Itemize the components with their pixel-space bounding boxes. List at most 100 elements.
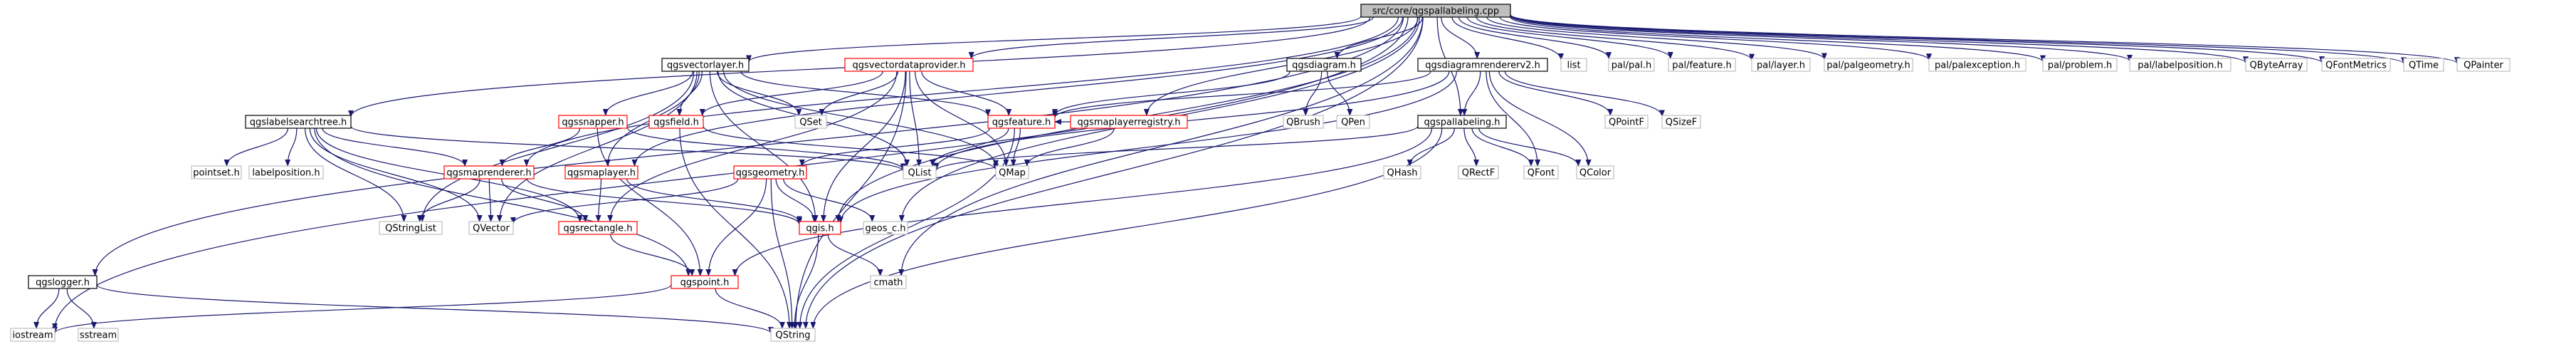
node-box-sstream (78, 328, 119, 342)
edge-root-to-iostream (52, 16, 1409, 331)
edge-root-to-problem (1510, 16, 2046, 63)
edge-pallabeling-to-qhash (1407, 128, 1455, 167)
node-qset[interactable]: QSet (794, 115, 827, 129)
node-palgeom[interactable]: pal/palgeometry.h (1824, 58, 1913, 72)
node-qhash[interactable]: QHash (1383, 165, 1421, 180)
node-maplayerreg[interactable]: qgsmaplayerregistry.h (1070, 115, 1188, 129)
node-list[interactable]: list (1560, 58, 1587, 72)
node-qcolor[interactable]: QColor (1576, 165, 1614, 180)
node-palexc[interactable]: pal/palexception.h (1928, 58, 2026, 72)
edge-vdp-to-qmap (915, 71, 1009, 167)
node-pointset[interactable]: pointset.h (191, 165, 242, 180)
edge-root-to-dr2 (1441, 16, 1481, 59)
node-box-qfontmetrics (2321, 58, 2391, 72)
edge-vdp-to-qlist (909, 71, 922, 167)
edge-root-to-palexc (1499, 16, 1932, 61)
node-feature[interactable]: qgsfeature.h (987, 115, 1056, 129)
node-box-root (1360, 4, 1511, 18)
node-palh[interactable]: pal/pal.h (1608, 58, 1655, 72)
node-layerh[interactable]: pal/layer.h (1751, 58, 1811, 72)
node-box-qgis (799, 221, 841, 235)
edge-root-to-palh (1458, 16, 1612, 60)
edge-dr2-to-qlist (933, 71, 1450, 170)
node-qlist[interactable]: QList (903, 165, 937, 180)
edge-vectorlayer-to-qvector (496, 71, 698, 222)
node-label-labelposition: labelposition.h (252, 168, 320, 179)
node-qbrush[interactable]: QBrush (1283, 115, 1324, 129)
node-qfontmetrics[interactable]: QFontMetrics (2321, 58, 2391, 72)
node-qpainter[interactable]: QPainter (2456, 58, 2511, 72)
node-label-sstream: sstream (80, 331, 117, 341)
edge-rectangle-to-point (610, 234, 695, 276)
node-label-qhash: QHash (1387, 168, 1418, 179)
edge-root-to-vdp (968, 16, 1374, 59)
node-box-pointset (191, 165, 242, 180)
node-field[interactable]: qgsfield.h (648, 115, 704, 129)
node-labelpos[interactable]: pal/labelposition.h (2129, 58, 2231, 72)
node-label-qsizef: QSizeF (1666, 118, 1697, 128)
edge-root-to-layerh (1476, 16, 1755, 61)
node-dr2[interactable]: qgsdiagramrendererv2.h (1417, 58, 1548, 72)
node-sstream[interactable]: sstream (78, 328, 119, 342)
node-box-list (1560, 58, 1587, 72)
edge-diagram-to-qpen (1327, 71, 1353, 116)
node-snapper[interactable]: qgssnapper.h (558, 115, 628, 129)
node-label-qlist: QList (908, 168, 932, 179)
node-geos[interactable]: geos_c.h (863, 221, 908, 235)
node-label-iostream: iostream (12, 331, 53, 341)
node-label-palexc: pal/palexception.h (1935, 61, 2020, 71)
node-maplayer[interactable]: qgsmaplayer.h (564, 165, 638, 180)
edge-labeltree-to-qvector (309, 128, 483, 222)
edges-layer (33, 14, 2460, 334)
node-geometry[interactable]: qgsgeometry.h (733, 165, 807, 180)
node-diagram[interactable]: qgsdiagram.h (1286, 58, 1362, 72)
edge-vectorlayer-to-snapper (602, 71, 693, 116)
edge-root-to-list (1451, 16, 1564, 61)
node-box-snapper (558, 115, 628, 129)
node-qvector[interactable]: QVector (468, 221, 514, 235)
node-labeltree[interactable]: qgslabelsearchtree.h (245, 115, 352, 129)
edge-snapper-to-point (596, 128, 703, 276)
node-label-qfont: QFont (1528, 168, 1555, 179)
node-point[interactable]: qgspoint.h (671, 275, 739, 289)
node-label-list: list (1567, 61, 1580, 71)
node-qtime[interactable]: QTime (2403, 58, 2444, 72)
edge-root-to-qtime (1510, 14, 2407, 65)
edge-diagram-to-qbrush (1303, 71, 1323, 116)
node-logger[interactable]: qgslogger.h (28, 275, 98, 289)
node-qpen[interactable]: QPen (1336, 115, 1370, 129)
edge-qgis-to-cmath (827, 234, 883, 276)
node-qstringlist[interactable]: QStringList (379, 221, 443, 235)
edge-dr2-to-qgis (838, 71, 1458, 224)
node-cmath[interactable]: cmath (870, 275, 907, 289)
node-qsizef[interactable]: QSizeF (1661, 115, 1701, 129)
edge-maprenderer-to-qstringlist (416, 178, 480, 222)
node-problem[interactable]: pal/problem.h (2042, 58, 2118, 72)
node-qbytearray[interactable]: QByteArray (2245, 58, 2308, 72)
node-box-qstringlist (379, 221, 443, 235)
node-qfont[interactable]: QFont (1523, 165, 1559, 180)
edge-geometry-to-geos (783, 178, 876, 222)
node-iostream[interactable]: iostream (10, 328, 56, 342)
node-qrectf[interactable]: QRectF (1458, 165, 1499, 180)
node-vdp[interactable]: qgsvectordataprovider.h (844, 58, 974, 72)
edge-root-to-vectorlayer (746, 16, 1362, 63)
node-labelposition[interactable]: labelposition.h (248, 165, 324, 180)
node-label-qrectf: QRectF (1462, 168, 1495, 179)
node-label-palh: pal/pal.h (1612, 61, 1651, 71)
node-label-geos: geos_c.h (866, 224, 906, 234)
node-maprenderer[interactable]: qgsmaprenderer.h (443, 165, 535, 180)
node-pallabeling[interactable]: qgspallabeling.h (1417, 115, 1507, 129)
node-rectangle[interactable]: qgsrectangle.h (558, 221, 638, 235)
edge-field-to-qmap (703, 125, 999, 171)
node-qstring[interactable]: QString (770, 328, 816, 342)
node-qgis[interactable]: qgis.h (799, 221, 841, 235)
node-qpointf[interactable]: QPointF (1604, 115, 1649, 129)
edge-pallabeling-to-qfont (1471, 128, 1534, 167)
node-box-diagram (1286, 58, 1362, 72)
node-vectorlayer[interactable]: qgsvectorlayer.h (661, 58, 750, 72)
node-label-palgeom: pal/palgeometry.h (1826, 61, 1910, 71)
node-root[interactable]: src/core/qgspallabeling.cpp (1360, 4, 1511, 18)
node-featureh[interactable]: pal/feature.h (1668, 58, 1736, 72)
node-qmap[interactable]: QMap (995, 165, 1029, 180)
